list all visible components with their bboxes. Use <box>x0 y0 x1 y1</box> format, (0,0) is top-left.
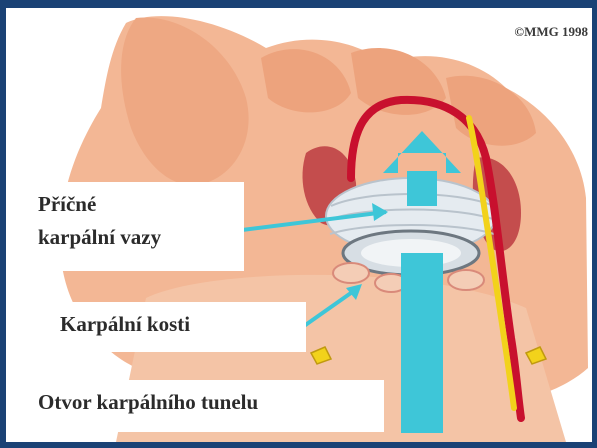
label-tunnel-opening-text: Otvor karpálního tunelu <box>38 386 384 419</box>
label-transverse-ligament-line2: karpální vazy <box>38 221 244 254</box>
carpal-bone-1 <box>333 263 369 283</box>
label-transverse-ligament-line1: Příčné <box>38 188 244 221</box>
arrow-shaft <box>401 253 443 433</box>
label-transverse-ligament: Příčné karpální vazy <box>20 182 244 271</box>
copyright-text: ©MMG 1998 <box>514 24 588 40</box>
label-carpal-bones: Karpální kosti <box>38 302 306 352</box>
label-carpal-bones-text: Karpální kosti <box>60 308 306 341</box>
carpal-bone-3 <box>448 270 484 290</box>
label-tunnel-opening: Otvor karpálního tunelu <box>20 380 384 432</box>
